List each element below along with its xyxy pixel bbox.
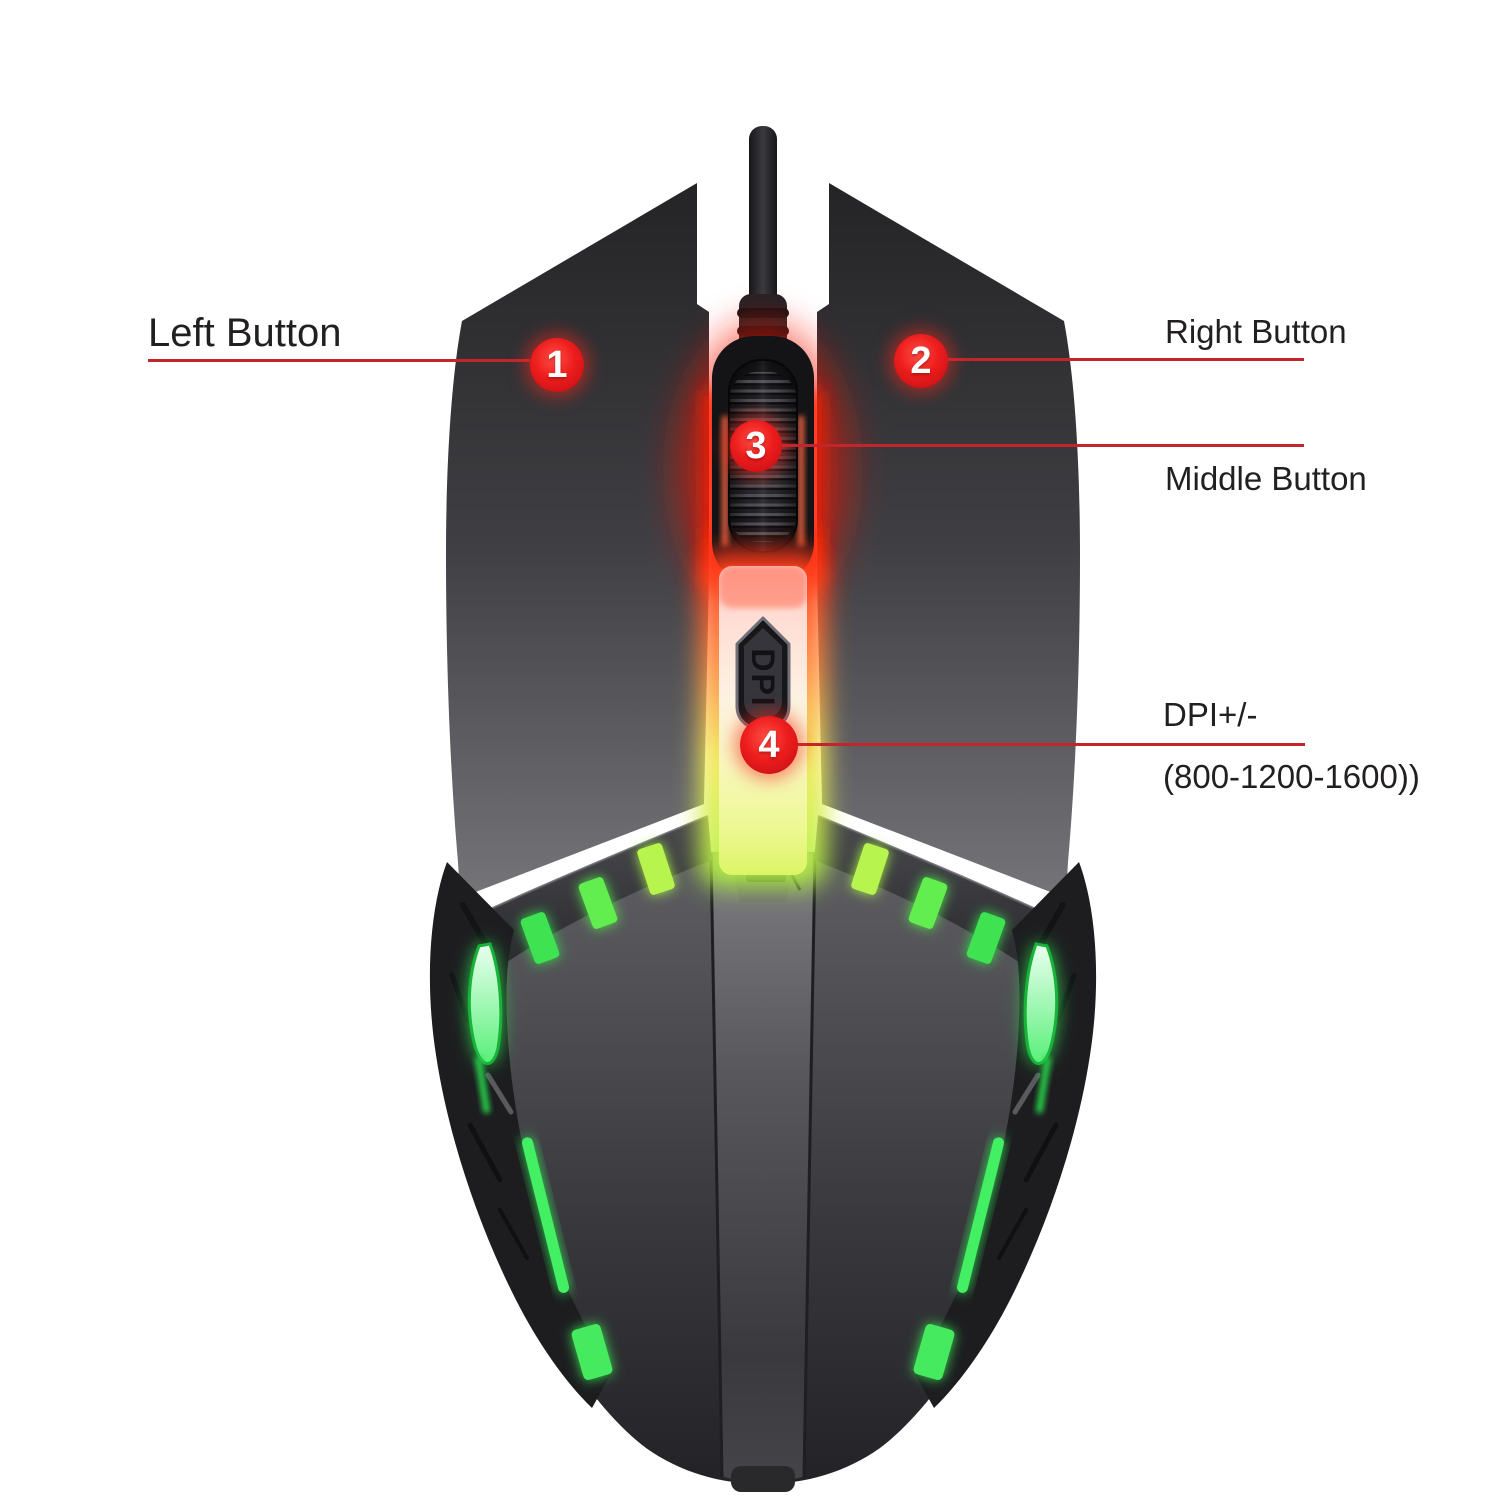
callout-line-1: [148, 359, 530, 362]
mouse-left-button: [446, 183, 709, 898]
callout-line-2: [946, 358, 1304, 361]
callout-badge-3: 3: [730, 420, 782, 472]
callout-line-4: [796, 743, 1305, 746]
dpi-button-label: DPI: [745, 648, 781, 707]
mouse-bottom-tab: [731, 1466, 795, 1492]
mouse-right-button: [817, 183, 1080, 898]
callout-badge-2: 2: [894, 334, 948, 388]
led-lower-strip: [521, 1137, 570, 1293]
label-right-button: Right Button: [1165, 313, 1347, 350]
callout-badge-4: 4: [740, 716, 798, 774]
led-side-lens: [467, 942, 503, 1114]
mouse-left-side-details: [429, 814, 712, 1408]
mouse-dpi-button: DPI: [735, 616, 791, 733]
led-bottom-dash: [571, 1324, 613, 1380]
label-middle-button: Middle Button: [1165, 460, 1367, 497]
led-dash-row: [520, 843, 675, 964]
callout-badge-1: 1: [530, 338, 584, 392]
mouse-center-column: [709, 853, 817, 1482]
label-dpi: DPI+/-: [1163, 696, 1258, 733]
callout-line-3: [780, 444, 1304, 447]
label-dpi-range: (800-1200-1600)): [1163, 758, 1420, 795]
label-left-button: Left Button: [148, 311, 342, 355]
